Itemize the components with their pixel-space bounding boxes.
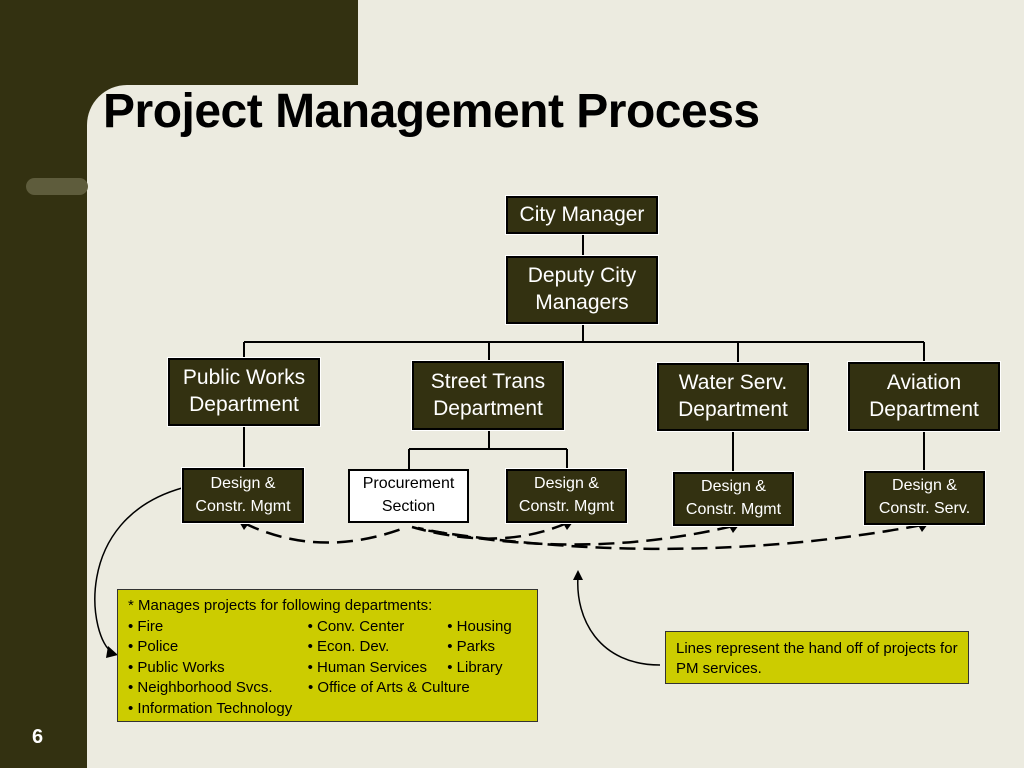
slide-number: 6: [32, 726, 44, 748]
note-row: • Neighborhood Svcs. • Office of Arts & …: [128, 678, 537, 699]
note-row: • Information Technology: [128, 699, 293, 717]
bullet-item: • Housing: [447, 617, 512, 635]
note-heading: * Manages projects for following departm…: [128, 597, 433, 614]
box-street-trans: Street Trans Department: [411, 360, 565, 431]
accent-bar: [26, 178, 88, 195]
bullet-item: • Library: [447, 658, 503, 676]
street-trans-label: Street Trans Department: [430, 369, 546, 420]
slide-title: Project Management Process: [103, 85, 760, 138]
handoff-arc-st: [411, 521, 568, 540]
handoff-arc-aviation: [423, 523, 923, 551]
bullet-item: • Office of Arts & Culture: [308, 679, 470, 696]
handoff-arc-pw: [243, 521, 408, 544]
box-public-works: Public Works Department: [167, 357, 321, 427]
departments-note: * Manages projects for following departm…: [117, 589, 538, 722]
arrowhead-note: [106, 646, 118, 658]
box-pw-design: Design & Constr. Mgmt: [181, 467, 305, 524]
note-row: • Fire • Conv. Center • Housing: [128, 617, 537, 638]
bullet-item: • Conv. Center: [307, 617, 405, 635]
deputy-label: Deputy City Managers: [527, 264, 637, 314]
box-water-serv: Water Serv. Department: [656, 362, 810, 432]
note-row: • Public Works • Human Services • Librar…: [128, 658, 537, 679]
note-row: • Police • Econ. Dev. • Parks: [128, 637, 537, 658]
slide-top-band: [358, 0, 1024, 85]
arrow-pw-to-note: [94, 487, 183, 653]
bullet-item: • Econ. Dev.: [307, 638, 390, 655]
bullet-item: • Human Services: [307, 658, 428, 676]
arrowhead-legend: [573, 570, 583, 580]
box-city-manager: City Manager: [505, 195, 659, 235]
box-st-design: Design & Constr. Mgmt: [505, 468, 628, 524]
box-procurement: Procurement Section: [348, 469, 469, 523]
pw-design-label: Design & Constr. Mgmt: [195, 474, 291, 515]
aviation-design-label: Design & Constr. Serv.: [878, 477, 971, 517]
arrow-legend-to-handoffs: [577, 575, 661, 666]
legend-note: Lines represent the hand off of projects…: [665, 631, 969, 684]
legend-text: Lines represent the hand off of projects…: [676, 640, 958, 677]
aviation-label: Aviation Department: [869, 370, 979, 421]
bullet-item: • Parks: [447, 638, 495, 655]
box-aviation-design: Design & Constr. Serv.: [863, 470, 986, 526]
water-serv-label: Water Serv. Department: [678, 371, 788, 421]
box-aviation: Aviation Department: [847, 361, 1001, 432]
box-deputy-city-managers: Deputy City Managers: [505, 255, 659, 325]
procurement-label: Procurement Section: [362, 475, 455, 515]
water-design-label: Design & Constr. Mgmt: [685, 478, 782, 518]
st-design-label: Design & Constr. Mgmt: [518, 475, 615, 515]
box-water-design: Design & Constr. Mgmt: [672, 471, 795, 527]
city-manager-label: City Manager: [519, 202, 645, 226]
public-works-label: Public Works Department: [182, 366, 306, 416]
